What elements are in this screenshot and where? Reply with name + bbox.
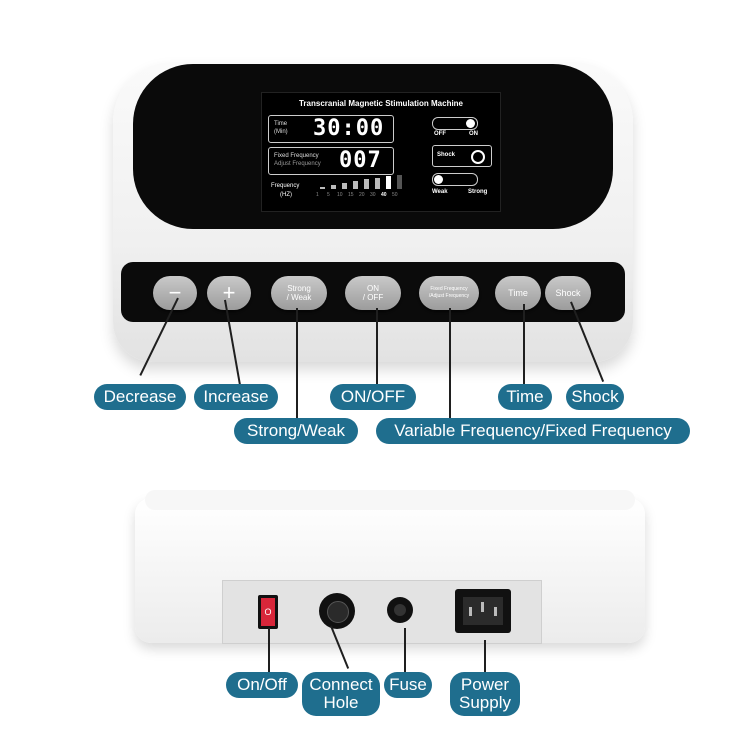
frequency-ticks: 1 5 10 15 20 30 40 50	[316, 192, 416, 200]
power-switch[interactable]: O	[261, 598, 275, 626]
callout-line	[268, 628, 270, 672]
on-off-label-1: ON	[367, 284, 379, 293]
connect-hole-callout-line1: Connect	[309, 675, 373, 694]
level-bar	[320, 187, 325, 189]
decrease-button[interactable]: −	[153, 276, 197, 310]
freq-tick: 50	[392, 192, 398, 198]
strength-indicator	[432, 173, 478, 186]
fuse-holder[interactable]	[387, 597, 413, 623]
weak-label: Weak	[432, 189, 448, 195]
rear-panel: O	[222, 580, 542, 644]
off-label: OFF	[434, 131, 446, 137]
frequency-level-bars	[320, 175, 410, 189]
freq-tick: 15	[348, 192, 354, 198]
connect-hole-inner	[327, 601, 349, 623]
on-label: ON	[469, 131, 478, 137]
fuse-callout: Fuse	[384, 672, 432, 698]
shock-label: Shock	[437, 152, 456, 158]
freq-tick-selected: 40	[381, 192, 387, 198]
level-bar	[353, 181, 358, 189]
callout-line	[523, 304, 525, 384]
time-label: Time	[274, 121, 288, 127]
on-off-label-2: / OFF	[362, 293, 384, 302]
strong-weak-callout: Strong/Weak	[234, 418, 358, 444]
fixed-frequency-label: Fixed Frequency	[274, 153, 319, 159]
button-panel: − + Strong / Weak ON / OFF Fixed Frequen…	[121, 262, 625, 322]
time-unit: (Min)	[274, 129, 288, 135]
increase-callout: Increase	[194, 384, 278, 410]
indicator-knob	[466, 119, 475, 128]
fixed-frequency-btn-label: Fixed Frequency	[430, 286, 468, 292]
adjust-frequency-label: Adjust Frequency	[274, 161, 321, 167]
adjust-frequency-btn-label: /Adjust Frequency	[428, 293, 470, 299]
power-switch-housing: O	[258, 595, 278, 629]
level-bar	[375, 178, 380, 189]
on-off-indicator	[432, 117, 478, 130]
time-box: Time (Min) 30:00	[268, 115, 394, 143]
shock-button-label: Shock	[555, 287, 581, 298]
connect-hole-callout: Connect Hole	[302, 672, 380, 716]
level-bar	[342, 183, 347, 189]
indicator-knob	[434, 175, 443, 184]
increase-button-label: +	[222, 280, 236, 305]
time-value: 30:00	[313, 116, 385, 141]
strong-label: Strong	[468, 189, 488, 195]
level-bar-active	[386, 176, 391, 189]
shock-icon	[471, 150, 485, 164]
strong-weak-button[interactable]: Strong / Weak	[271, 276, 327, 310]
callout-line	[449, 308, 451, 420]
callout-line	[376, 308, 378, 384]
power-supply-socket[interactable]	[455, 589, 511, 633]
power-supply-callout-line1: Power	[460, 675, 510, 694]
device-back: O	[135, 490, 645, 650]
level-bar	[331, 185, 336, 189]
variable-fixed-frequency-callout: Variable Frequency/Fixed Frequency	[376, 418, 690, 444]
freq-tick: 5	[327, 192, 330, 198]
time-button-label: Time	[508, 287, 528, 298]
frequency-label: Frequency	[271, 183, 300, 189]
device-front: Transcranial Magnetic Stimulation Machin…	[113, 62, 633, 367]
socket-pin	[481, 602, 484, 612]
time-callout: Time	[498, 384, 552, 410]
shock-callout: Shock	[566, 384, 624, 410]
on-off-button[interactable]: ON / OFF	[345, 276, 401, 310]
hz-label: (HZ)	[280, 192, 292, 198]
freq-tick: 20	[359, 192, 365, 198]
level-bar	[364, 179, 369, 189]
screen-bezel: Transcranial Magnetic Stimulation Machin…	[133, 64, 613, 229]
freq-tick: 10	[337, 192, 343, 198]
freq-tick: 1	[316, 192, 319, 198]
socket-pin	[494, 607, 497, 616]
callout-line	[484, 640, 486, 672]
strong-weak-label-1: Strong	[287, 284, 311, 293]
callout-line	[404, 628, 406, 672]
connect-hole[interactable]	[319, 593, 355, 629]
fuse-cap	[394, 604, 406, 616]
lcd-title: Transcranial Magnetic Stimulation Machin…	[298, 99, 464, 108]
lcd-display: Transcranial Magnetic Stimulation Machin…	[261, 92, 501, 212]
callout-line	[296, 308, 298, 420]
power-switch-callout: On/Off	[226, 672, 298, 698]
level-bar	[397, 175, 402, 189]
frequency-box: Fixed Frequency Adjust Frequency 007	[268, 147, 394, 175]
on-off-callout: ON/OFF	[330, 384, 416, 410]
freq-tick: 30	[370, 192, 376, 198]
power-supply-callout-line2: Supply	[459, 693, 511, 712]
shock-button[interactable]: Shock	[545, 276, 591, 310]
device-back-top-edge	[145, 490, 635, 510]
frequency-value: 007	[339, 148, 382, 173]
socket-inner	[463, 597, 503, 625]
strong-weak-label-2: / Weak	[286, 293, 312, 302]
fixed-adjust-frequency-button[interactable]: Fixed Frequency /Adjust Frequency	[419, 276, 479, 310]
power-supply-callout: Power Supply	[450, 672, 520, 716]
shock-indicator: Shock	[432, 145, 492, 167]
time-button[interactable]: Time	[495, 276, 541, 310]
decrease-callout: Decrease	[94, 384, 186, 410]
socket-pin	[469, 607, 472, 616]
connect-hole-callout-line2: Hole	[323, 693, 359, 712]
increase-button[interactable]: +	[207, 276, 251, 310]
